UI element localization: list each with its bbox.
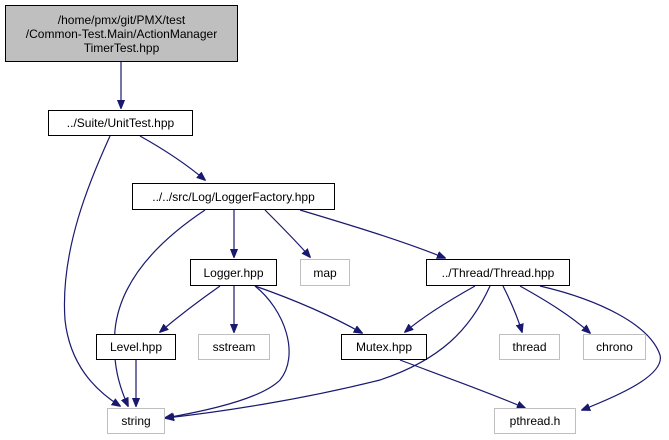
edge-logger-to-string (165, 285, 290, 418)
file-node-thread-hpp[interactable]: ../Thread/Thread.hpp (426, 259, 570, 286)
edge-mutex-to-pthread (399, 359, 525, 408)
edge-unittest-to-string (63, 135, 120, 406)
root-line-2: /Common-Test.Main/ActionManager (25, 26, 218, 41)
file-node-pthread[interactable]: pthread.h (494, 408, 576, 434)
edge-threadhpp-to-mutex (405, 285, 476, 332)
edge-threadhpp-to-string (166, 285, 491, 418)
edge-loggerfactory-to-threadhpp (299, 209, 445, 258)
file-node-level[interactable]: Level.hpp (96, 334, 176, 360)
edge-logger-to-level (160, 285, 221, 332)
edge-logger-to-mutex (254, 285, 362, 333)
file-node-logger[interactable]: Logger.hpp (190, 259, 277, 286)
file-node-chrono[interactable]: chrono (583, 334, 646, 360)
file-node-map[interactable]: map (300, 259, 350, 286)
file-node-sstream[interactable]: sstream (198, 334, 270, 360)
file-node-root[interactable]: /home/pmx/git/PMX/test /Common-Test.Main… (5, 5, 238, 62)
edge-unittest-to-loggerfactory (139, 135, 205, 180)
file-node-unittest[interactable]: ../Suite/UnitTest.hpp (48, 110, 193, 136)
edge-loggerfactory-to-map (264, 209, 310, 257)
file-node-thread[interactable]: thread (499, 334, 560, 360)
root-line-1: /home/pmx/git/PMX/test (57, 12, 186, 27)
edge-threadhpp-to-chrono (519, 285, 590, 333)
file-node-string[interactable]: string (107, 408, 165, 434)
root-line-3: TimerTest.hpp (83, 40, 160, 55)
edge-loggerfactory-to-string (113, 209, 206, 406)
edge-threadhpp-to-thread (502, 285, 522, 332)
file-node-mutex[interactable]: Mutex.hpp (341, 334, 427, 360)
file-node-loggerfactory[interactable]: ../../src/Log/LoggerFactory.hpp (132, 183, 335, 210)
edge-threadhpp-to-pthread (539, 285, 661, 410)
